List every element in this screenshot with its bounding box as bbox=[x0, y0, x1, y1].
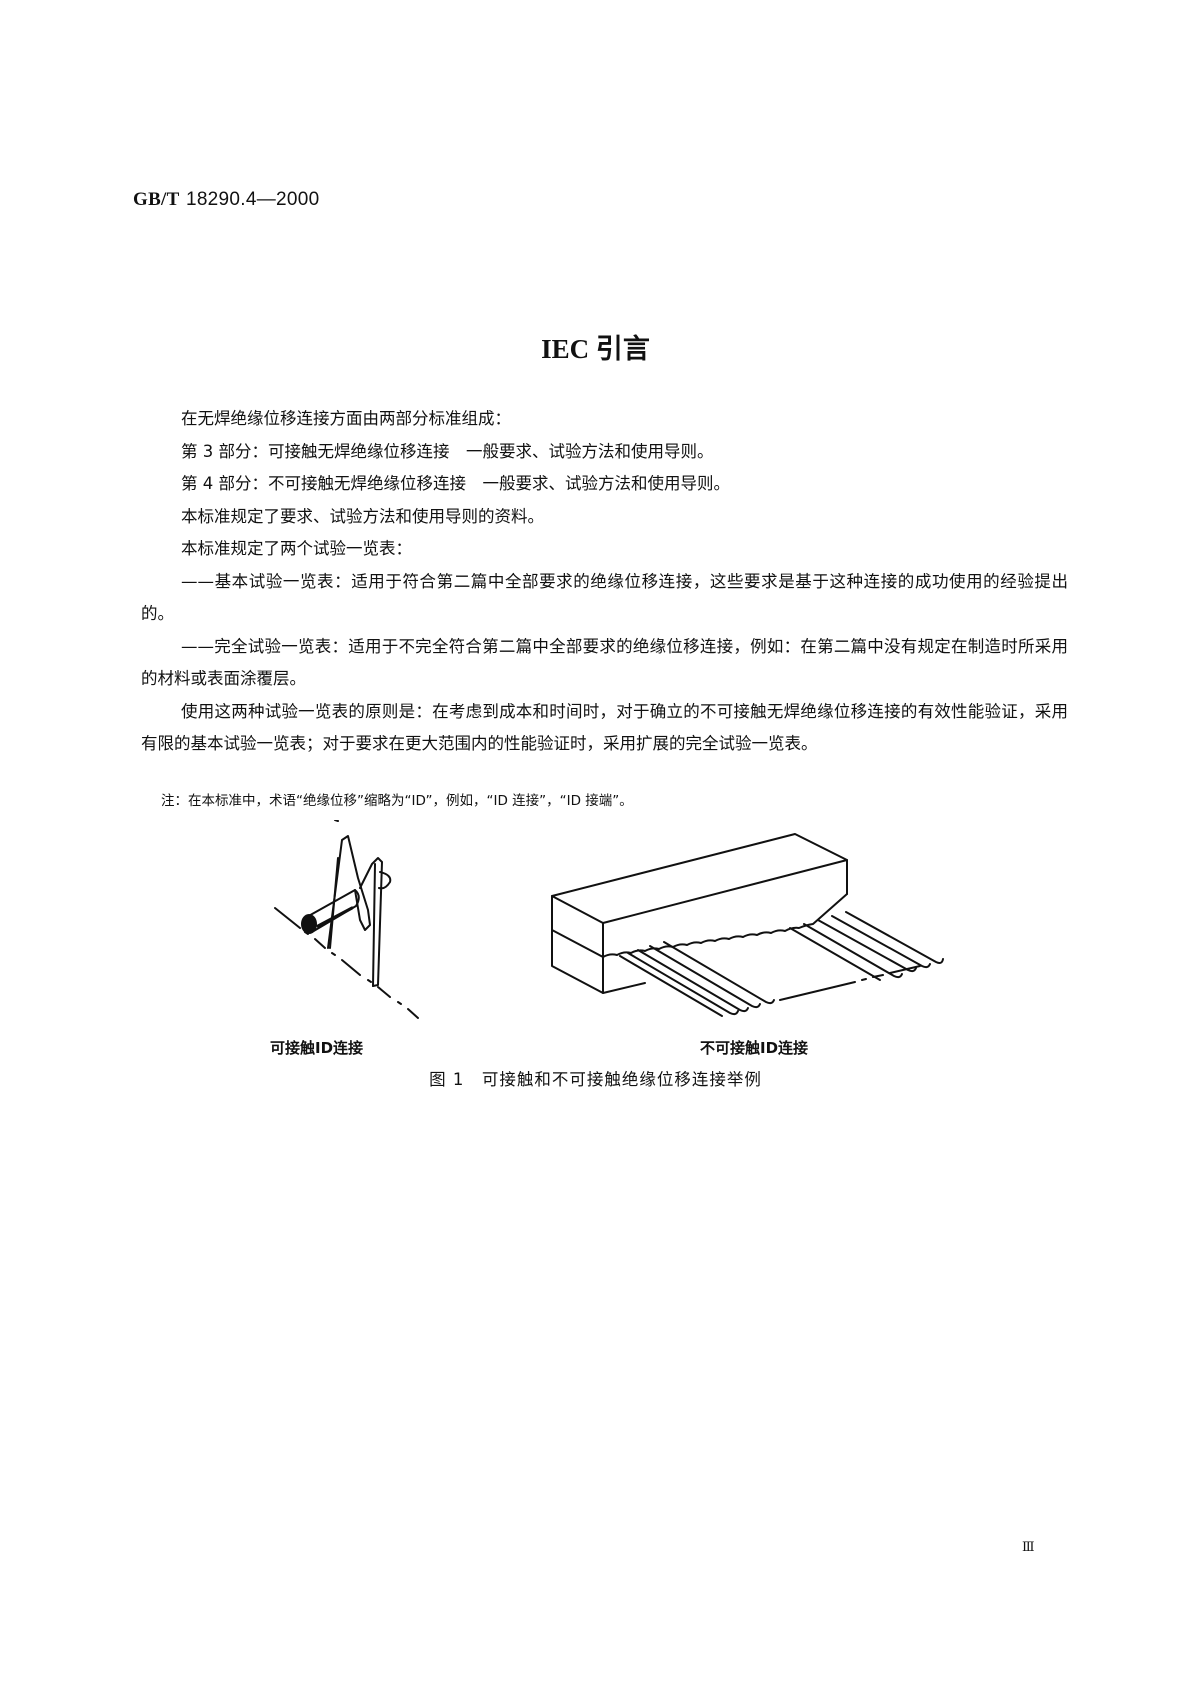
standard-code: GB/T 18290.4—2000 bbox=[133, 188, 320, 211]
paragraph: 使用这两种试验一览表的原则是：在考虑到成本和时间时，对于确立的不可接触无焊绝缘位… bbox=[141, 701, 1068, 754]
figure-label-accessible: 可接触ID连接 bbox=[270, 1039, 364, 1057]
id-connection-illustration bbox=[274, 819, 944, 1019]
paragraph: 在无焊绝缘位移连接方面由两部分标准组成： bbox=[181, 409, 511, 428]
standard-prefix: GB/T bbox=[133, 189, 180, 210]
body-text: 在无焊绝缘位移连接方面由两部分标准组成： 第 3 部分：可接触无焊绝缘位移连接 … bbox=[141, 403, 1068, 761]
figure-1 bbox=[260, 819, 980, 1025]
figure-label-inaccessible: 不可接触ID连接 bbox=[700, 1039, 809, 1057]
page-title: IEC 引言 bbox=[541, 334, 650, 364]
inaccessible-id-connection-drawing bbox=[551, 833, 944, 1017]
paragraph: 第 4 部分：不可接触无焊绝缘位移连接 一般要求、试验方法和使用导则。 bbox=[181, 474, 730, 493]
paragraph: 第 3 部分：可接触无焊绝缘位移连接 一般要求、试验方法和使用导则。 bbox=[181, 441, 714, 461]
paragraph: ——完全试验一览表：适用于不完全符合第二篇中全部要求的绝缘位移连接，例如：在第二… bbox=[141, 636, 1068, 689]
figure-caption: 图 1 可接触和不可接触绝缘位移连接举例 bbox=[429, 1070, 762, 1089]
paragraph: 本标准规定了两个试验一览表： bbox=[181, 539, 412, 558]
accessible-id-connection-drawing bbox=[274, 819, 419, 1019]
paragraph: 本标准规定了要求、试验方法和使用导则的资料。 bbox=[181, 506, 544, 526]
page-number: Ⅲ bbox=[1022, 1540, 1035, 1555]
paragraph: ——基本试验一览表：适用于符合第二篇中全部要求的绝缘位移连接，这些要求是基于这种… bbox=[141, 571, 1068, 624]
note: 注：在本标准中，术语“绝缘位移”缩略为“ID”，例如，“ID 连接”，“ID 接… bbox=[161, 793, 633, 809]
standard-number: 18290.4—2000 bbox=[185, 189, 320, 210]
